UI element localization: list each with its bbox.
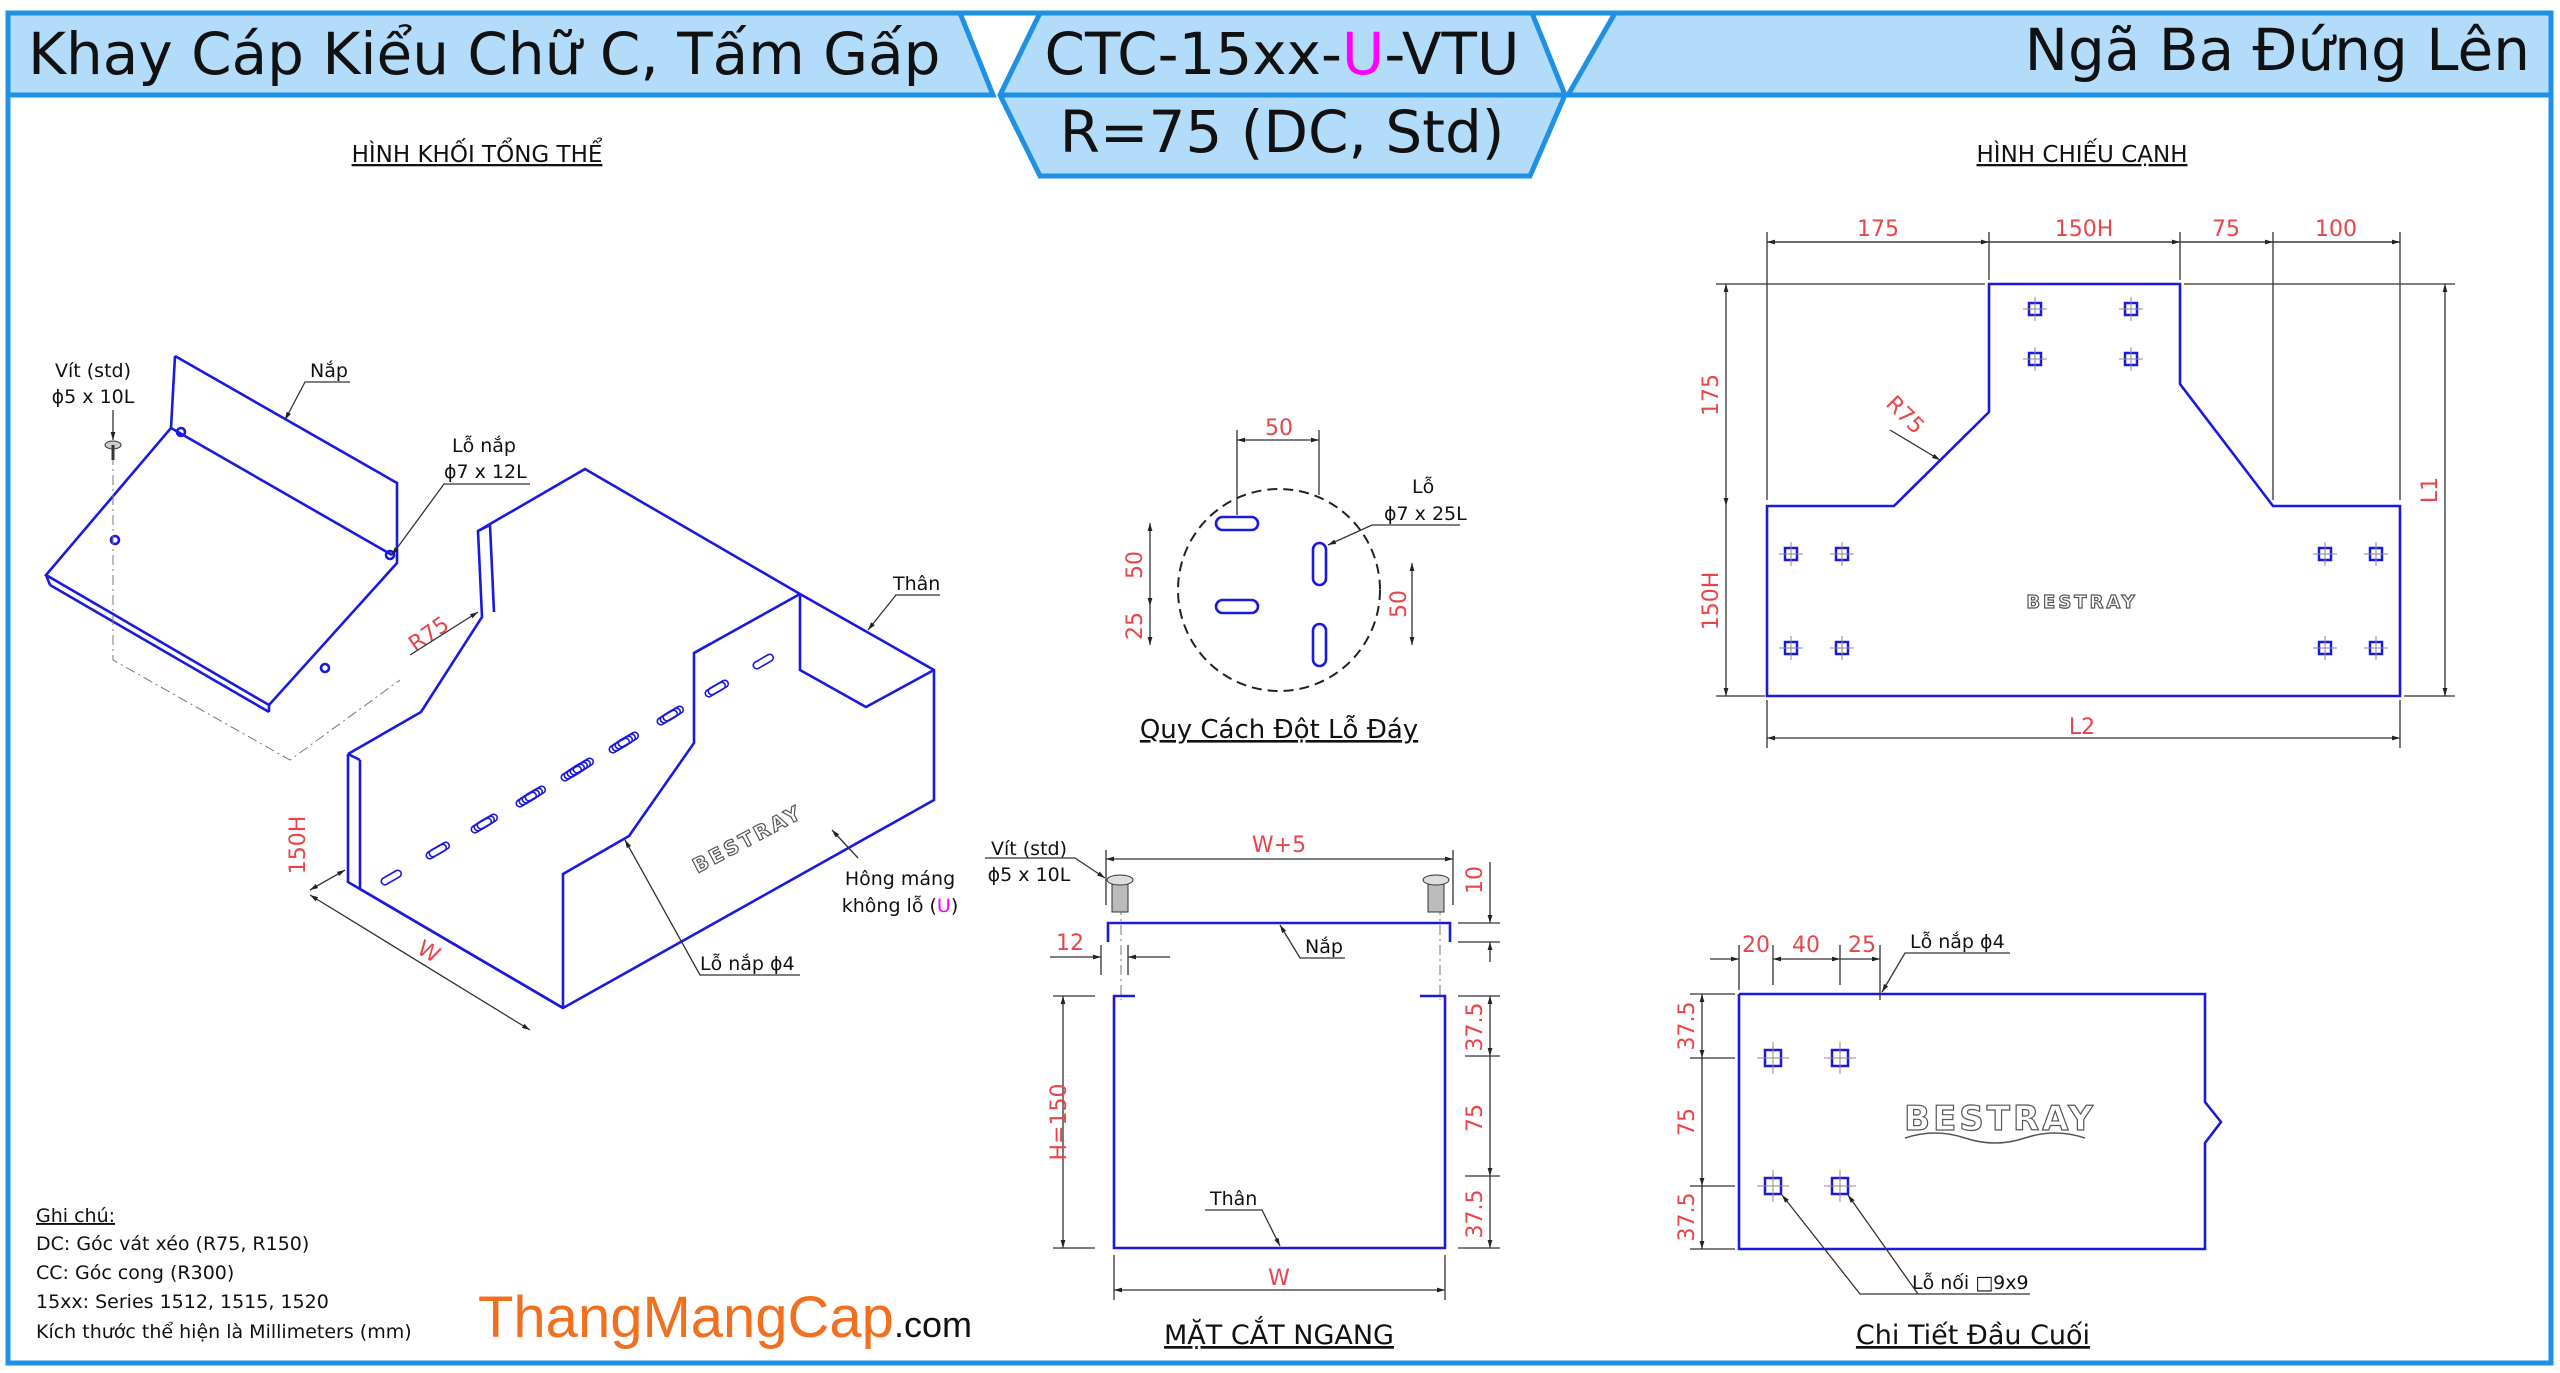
iso-side-label-2: không lỗ (U) [842,894,959,917]
cs-dim-right-2: 75 [1463,1104,1488,1132]
radius-spec: R=75 (DC, Std) [1060,98,1505,166]
product-title: Khay Cáp Kiểu Chữ C, Tấm Gấp [28,20,940,88]
iso-view-title: HÌNH KHỐI TỔNG THỂ [352,137,603,168]
iso-screw-size: ϕ5 x 10L [52,386,135,408]
cs-cover-label: Nắp [1305,935,1343,958]
note-line: CC: Góc cong (R300) [36,1262,234,1284]
side-dim-top-2: 150H [2055,217,2114,242]
cs-dim-lid: 10 [1463,866,1488,894]
ed-dim-top-3: 25 [1848,933,1876,958]
floor-slot [752,653,775,670]
iso-radius-label: R75 [404,612,454,657]
hp-dim-left-2: 25 [1123,612,1148,640]
iso-cover-label: Nắp [310,359,348,382]
floor-slots [380,653,775,886]
cs-screw-label: Vít (std) [991,838,1067,860]
floor-slot [704,681,727,698]
fitting-type-title: Ngã Ba Đứng Lên [2025,16,2530,84]
side-view-title: HÌNH CHIẾU CẠNH [1977,138,2188,168]
floor-slot [380,869,403,886]
floor-slot [470,817,493,834]
ed-cover-hole: Lỗ nắp ϕ4 [1910,930,2005,953]
note-line: DC: Góc vát xéo (R75, R150) [36,1233,309,1255]
floor-slot [515,791,538,808]
cs-dim-top: W+5 [1252,833,1306,858]
cover-part [44,354,399,714]
hole-pattern-title: Quy Cách Đột Lỗ Đáy [1140,714,1418,745]
title-left-band [5,10,997,98]
iso-cover-hole-size: ϕ7 x 12L [444,461,527,483]
side-dim-right: L1 [2418,477,2443,503]
floor-slot [560,765,583,782]
iso-cover-hole-label: Lỗ nắp [452,434,516,457]
hp-dim-left-1: 50 [1123,551,1148,579]
hp-dim-top: 50 [1265,416,1293,441]
ed-dim-left-3: 37.5 [1675,1193,1700,1242]
floor-slot [656,709,679,726]
ed-dim-left-1: 37.5 [1675,1002,1700,1051]
cs-body-label: Thân [1209,1188,1257,1210]
side-dim-left-bottom: 150H [1699,572,1724,631]
hp-hole-label: Lỗ [1412,475,1434,498]
brand-logo: ThangMangCap.com [478,1285,972,1350]
cs-screw-size: ϕ5 x 10L [988,864,1071,886]
joint-holes [1757,1042,1856,1202]
note-line: 15xx: Series 1512, 1515, 1520 [36,1291,329,1313]
title-block: Khay Cáp Kiểu Chữ C, Tấm Gấp CTC-15xx-U-… [5,10,2554,179]
side-logo: BESTRAY [2026,592,2137,613]
title-right-band [1563,10,2554,98]
iso-height-label: 150H [286,816,311,875]
hole-pattern-view: 50 50 25 50 Lỗ ϕ7 x 25L Quy Cách Đột Lỗ … [1123,416,1467,745]
iso-body-label: Thân [892,573,940,595]
notes: Ghi chú: DC: Góc vát xéo (R75, R150) CC:… [36,1205,412,1343]
cross-section-title: MẶT CẮT NGANG [1164,1316,1394,1351]
hp-hole-size: ϕ7 x 25L [1384,503,1467,525]
end-detail-title: Chi Tiết Đầu Cuối [1856,1320,2090,1351]
notes-heading: Ghi chú: [36,1205,115,1227]
ed-dim-top-2: 40 [1792,933,1820,958]
tray-body [346,467,936,1010]
side-dim-left-top: 175 [1699,374,1724,416]
cross-section-view: Vít (std) ϕ5 x 10L W+5 10 12 H=150 37.5 … [985,833,1500,1351]
floor-slot [425,843,448,860]
joint-holes [1779,297,2388,660]
cs-dim-right-1: 37.5 [1463,1003,1488,1052]
iso-side-label-1: Hông máng [845,868,955,890]
side-view: HÌNH CHIẾU CẠNH 175 150H 75 100 175 150H… [1699,138,2455,748]
cs-dim-bottom: W [1268,1266,1290,1291]
side-dims: 175 150H 75 100 175 150H L1 L2 R75 [1699,217,2455,748]
iso-screw-label: Vít (std) [55,360,131,382]
side-dim-top-1: 175 [1857,217,1899,242]
screw-icon-right [1422,874,1450,913]
note-line: Kích thước thể hiện là Millimeters (mm) [36,1321,412,1343]
sheet-border [5,10,2554,1366]
ed-dim-left-2: 75 [1675,1108,1700,1136]
end-detail-view: 20 40 25 Lỗ nắp ϕ4 37.5 75 37.5 BESTRAY … [1675,930,2223,1351]
side-dim-bottom: L2 [2069,715,2095,740]
screw-icon-left [1106,874,1134,913]
ed-joint-hole: Lỗ nối □9x9 [1912,1271,2029,1294]
isometric-view: HÌNH KHỐI TỔNG THỂ [44,137,959,1031]
side-radius: R75 [1880,391,1928,439]
ed-dim-top-1: 20 [1742,933,1770,958]
screw-icon [104,440,122,460]
hp-dim-right: 50 [1387,590,1412,618]
floor-slot [608,737,631,754]
side-dim-top-4: 100 [2315,217,2357,242]
product-code: CTC-15xx-U-VTU [1045,20,1520,88]
cs-dim-height: H=150 [1047,1084,1072,1161]
iso-logo: BESTRAY [688,800,806,878]
side-dim-top-3: 75 [2212,217,2240,242]
cs-dim-lip: 12 [1056,931,1084,956]
cs-dim-right-3: 37.5 [1463,1190,1488,1239]
iso-width-label: W [413,936,445,969]
iso-cover-hole-4: Lỗ nắp ϕ4 [700,952,795,975]
